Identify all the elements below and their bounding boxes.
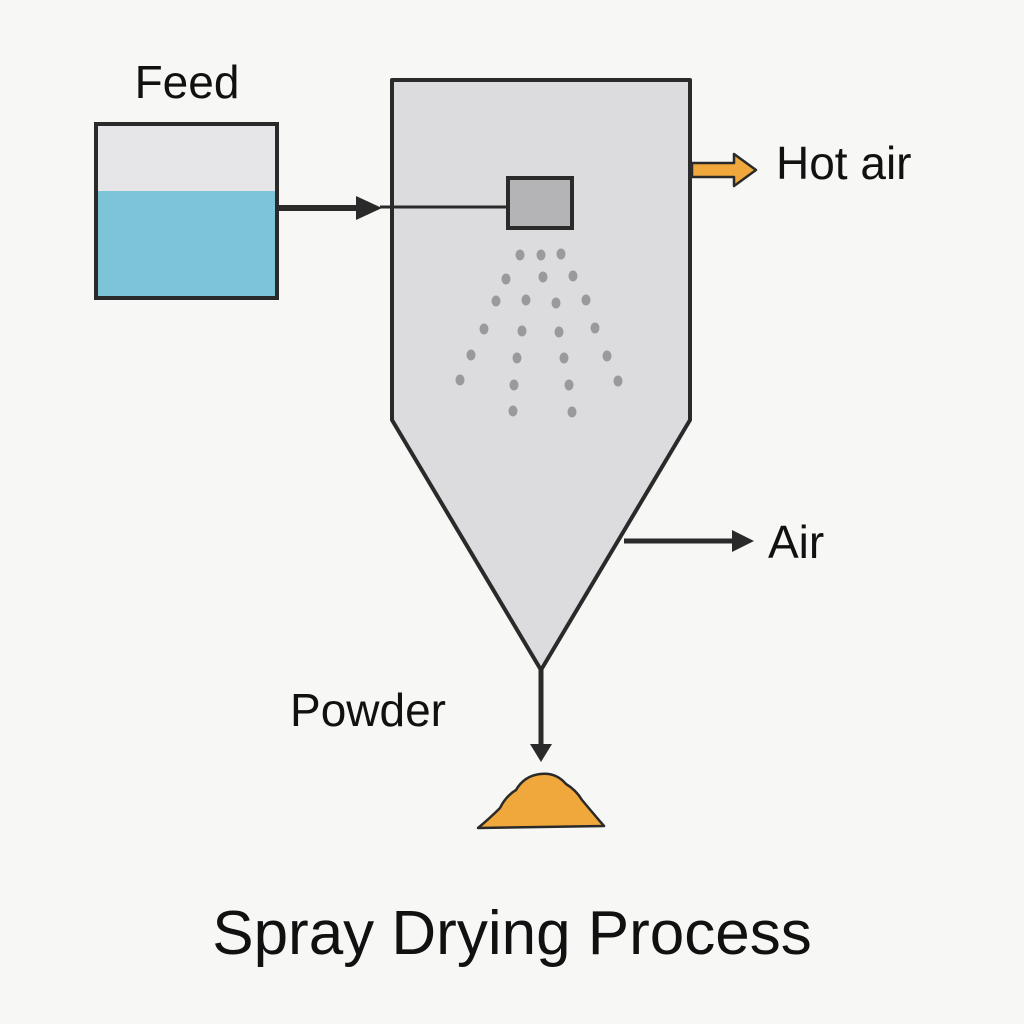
spray-droplet [517, 325, 527, 337]
spray-droplet [479, 323, 489, 335]
powder-pile-icon [476, 772, 606, 830]
tank-liquid [96, 191, 277, 298]
spray-droplet [491, 295, 501, 307]
spray-droplet [559, 352, 569, 364]
spray-droplet [536, 249, 546, 261]
feed-arrowhead [356, 196, 382, 220]
air-arrowhead [732, 530, 754, 552]
spray-droplet [590, 322, 600, 334]
spray-droplet [508, 405, 518, 417]
spray-droplet [568, 270, 578, 282]
drying-chamber [390, 78, 692, 672]
spray-droplet [455, 374, 465, 386]
powder-arrowhead [530, 744, 552, 762]
air-label: Air [768, 516, 824, 568]
spray-droplet [521, 294, 531, 306]
hot-air-arrow [690, 152, 758, 188]
spray-droplet [554, 326, 564, 338]
spray-droplets [455, 248, 623, 418]
hot-air-label: Hot air [776, 137, 911, 189]
spray-droplet [581, 294, 591, 306]
spray-droplet [466, 349, 476, 361]
spray-droplet [509, 379, 519, 391]
powder-label: Powder [290, 684, 446, 736]
spray-droplet [512, 352, 522, 364]
feed-label: Feed [135, 56, 240, 108]
spray-droplet [564, 379, 574, 391]
atomizer-nozzle-icon [506, 176, 574, 230]
feed-tank [94, 122, 279, 300]
spray-droplet [602, 350, 612, 362]
spray-droplet [567, 406, 577, 418]
spray-droplet [501, 273, 511, 285]
spray-droplet [551, 297, 561, 309]
spray-droplet [538, 271, 548, 283]
spray-droplet [556, 248, 566, 260]
diagram-title: Spray Drying Process [212, 899, 812, 968]
spray-droplet [613, 375, 623, 387]
spray-droplet [515, 249, 525, 261]
